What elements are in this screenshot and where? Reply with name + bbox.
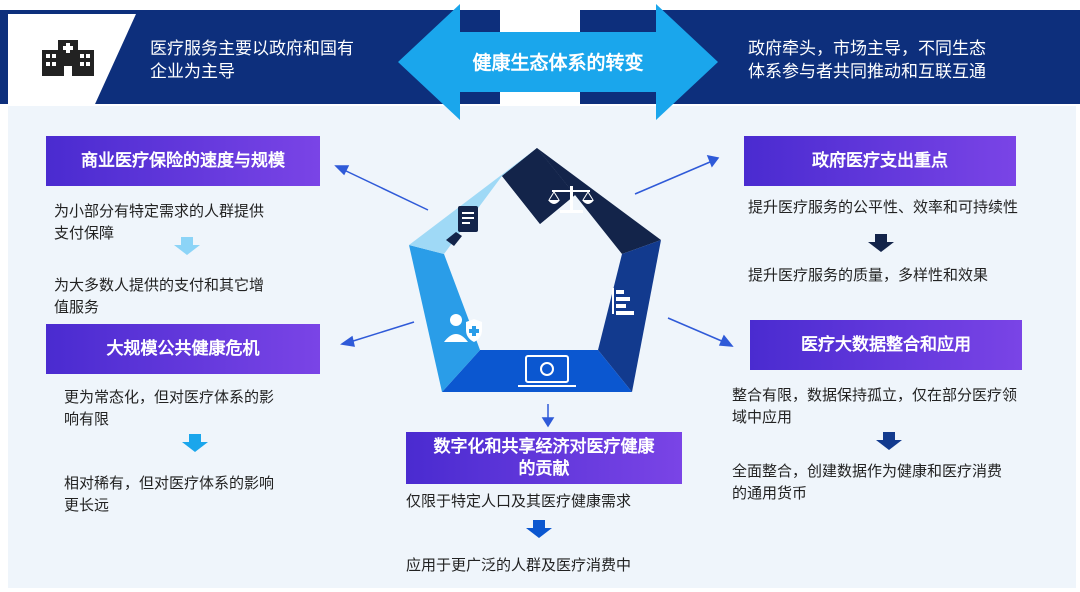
digital-economy-header: 数字化和共享经济对医疗健康 的贡献	[406, 432, 682, 484]
down-arrow-icon	[876, 432, 902, 450]
public-health-header: 大规模公共健康危机	[46, 324, 320, 374]
commercial-insurance-header: 商业医疗保险的速度与规模	[46, 136, 320, 186]
government-before-text: 提升医疗服务的公平性、效率和可持续性	[748, 198, 1019, 216]
down-arrow-icon	[174, 237, 200, 255]
down-arrow-icon	[182, 434, 208, 452]
big-data-after-text: 全面整合，创建数据作为健康和医疗消费 的通用货币	[732, 462, 1003, 502]
insurance-document-icon	[446, 206, 478, 246]
down-arrow-icon	[868, 234, 894, 252]
big-data-before-text: 整合有限，数据保持孤立，仅在部分医疗领 域中应用	[732, 386, 1018, 426]
pentagon-segment-upper-right	[537, 148, 661, 254]
health-shield-icon	[444, 314, 482, 342]
scales-icon	[548, 186, 594, 213]
government-spending-header: 政府医疗支出重点	[744, 136, 1016, 186]
big-data-header: 医疗大数据整合和应用	[750, 320, 1022, 370]
pentagon-segment-right	[598, 240, 661, 392]
double-arrow-icon	[398, 4, 718, 120]
public-health-after-text: 相对稀有，但对医疗体系的影响 更长远	[64, 474, 275, 514]
center-label: 健康生态体系的转变	[472, 52, 644, 74]
digital-before-text: 仅限于特定人口及其医疗健康需求	[406, 492, 632, 510]
down-arrow-icon	[526, 520, 552, 538]
banner-right-text: 政府牵头，市场主导，不同生态 体系参与者共同推动和互联互通	[748, 39, 986, 82]
pentagon-segment-bottom	[442, 350, 632, 392]
government-after-text: 提升医疗服务的质量，多样性和效果	[748, 266, 989, 284]
public-health-before-text: 更为常态化，但对医疗体系的影 响有限	[64, 388, 275, 428]
data-bars-icon	[612, 288, 634, 315]
pentagon-segment-upper-left	[409, 148, 537, 254]
laptop-icon	[518, 355, 576, 387]
hospital-icon	[42, 40, 94, 76]
commercial-before-text: 为小部分有特定需求的人群提供 支付保障	[54, 202, 265, 242]
digital-after-text: 应用于更广泛的人群及医疗消费中	[406, 556, 632, 574]
connector-arrows	[334, 154, 734, 428]
commercial-after-text: 为大多数人提供的支付和其它增 值服务	[54, 276, 265, 316]
banner-left-text: 医疗服务主要以政府和国有 企业为主导	[150, 39, 354, 82]
pentagon-segment-left	[409, 245, 480, 392]
